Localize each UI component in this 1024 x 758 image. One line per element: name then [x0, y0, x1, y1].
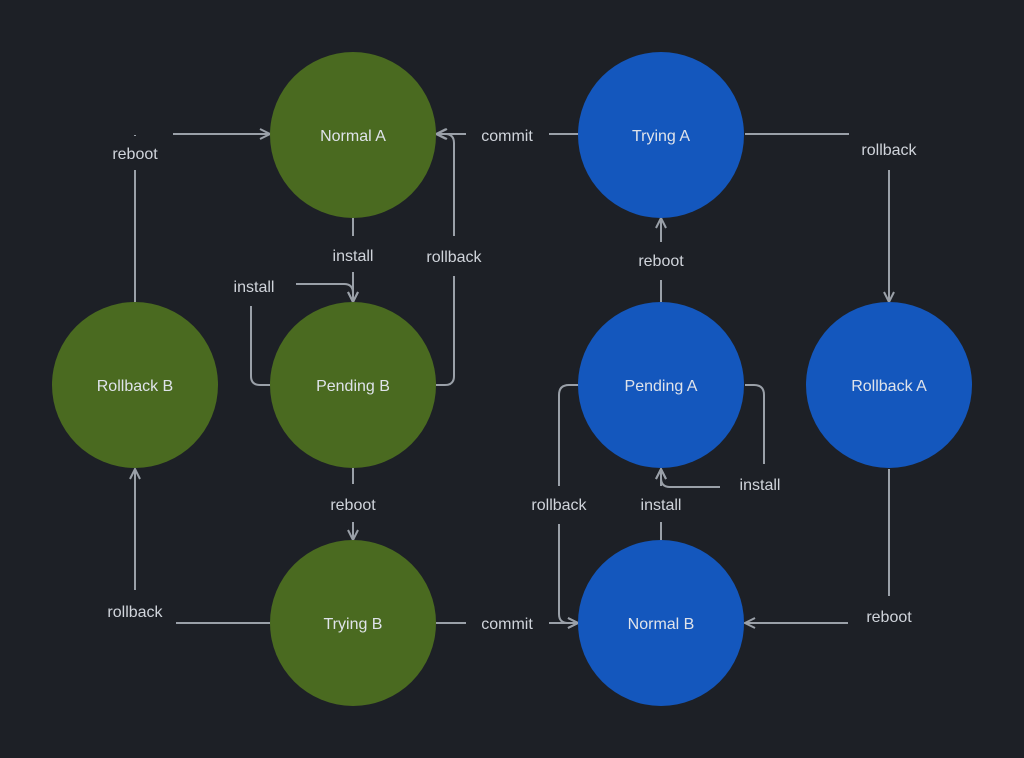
- edge-pending-a-to-normal-b: [558, 384, 579, 486]
- edge-pending-a-self-loop-tail: [661, 469, 720, 488]
- edge-rollback-b-to-normal-a: [134, 134, 270, 302]
- state-rollback-b[interactable]: Rollback B: [52, 302, 218, 468]
- edge-pending-b-self-loop: [250, 306, 270, 386]
- state-normal-a[interactable]: Normal A: [270, 52, 436, 218]
- edge-label-rollback-trying-a: rollback: [861, 142, 917, 159]
- edge-label-install-normal-a: install: [333, 248, 374, 265]
- edge-label-reboot-pending-a: reboot: [638, 253, 684, 270]
- edge-pending-b-to-normal-a-tail: [436, 134, 455, 236]
- state-label: Trying A: [632, 128, 690, 145]
- state-label: Trying B: [324, 616, 383, 633]
- state-rollback-a[interactable]: Rollback A: [806, 302, 972, 468]
- edge-label-reboot-pending-b: reboot: [330, 497, 376, 514]
- state-label: Pending A: [625, 378, 698, 395]
- edge-pending-b-to-normal-a: [436, 276, 455, 386]
- edge-label-commit-trying-b: commit: [481, 616, 533, 633]
- state-trying-b[interactable]: Trying B: [270, 540, 436, 706]
- edge-label-reboot-rollback-a: reboot: [866, 609, 912, 626]
- state-pending-b[interactable]: Pending B: [270, 302, 436, 468]
- edge-label-rollback-pending-b: rollback: [426, 249, 482, 266]
- state-label: Rollback B: [97, 378, 173, 395]
- edge-label-reboot-rollback-b: reboot: [112, 146, 158, 163]
- state-normal-b[interactable]: Normal B: [578, 540, 744, 706]
- edge-label-commit-trying-a: commit: [481, 128, 533, 145]
- state-label: Pending B: [316, 378, 390, 395]
- edge-label-install-normal-b: install: [641, 497, 682, 514]
- state-pending-a[interactable]: Pending A: [578, 302, 744, 468]
- edge-label-install-pending-a-self: install: [740, 477, 781, 494]
- edge-pending-b-self-loop-tail: [296, 283, 353, 302]
- edge-label-rollback-trying-b: rollback: [107, 604, 163, 621]
- edge-pending-a-to-normal-b-tail: [558, 524, 578, 623]
- state-trying-a[interactable]: Trying A: [578, 52, 744, 218]
- edge-label-rollback-pending-a: rollback: [531, 497, 587, 514]
- edge-pending-a-self-loop: [745, 384, 765, 464]
- state-label: Normal A: [320, 128, 386, 145]
- state-label: Normal B: [628, 616, 695, 633]
- state-label: Rollback A: [851, 378, 927, 395]
- edge-label-install-pending-b-self: install: [234, 279, 275, 296]
